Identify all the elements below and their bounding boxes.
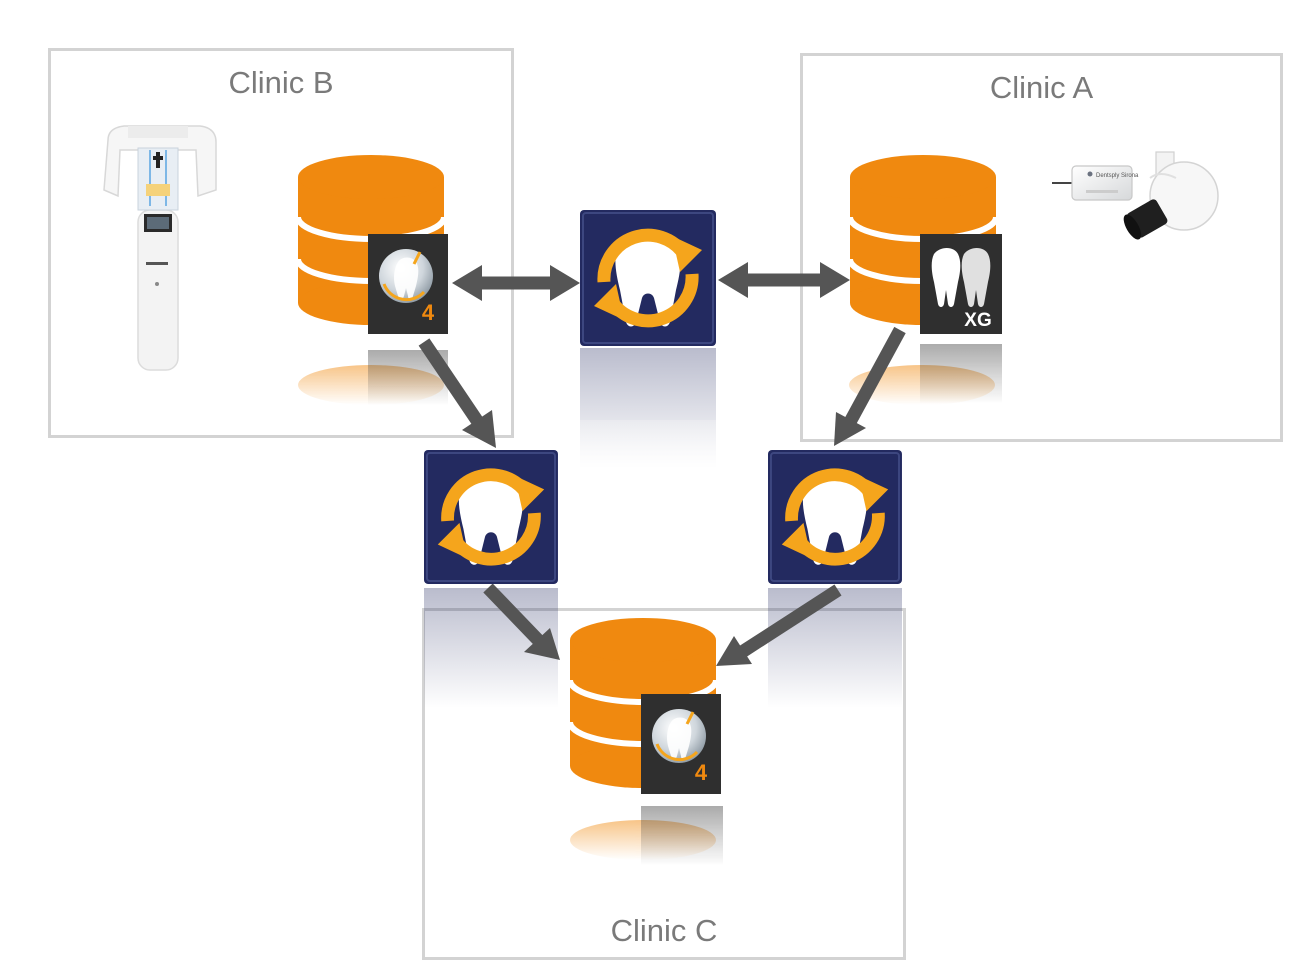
panoramic-xray-device-icon xyxy=(103,125,217,371)
reflections xyxy=(298,344,1002,866)
sidexis-xg-badge-clinic-a: XG xyxy=(920,234,1002,334)
sync-icon-left xyxy=(424,450,558,584)
clinic-c-panel: Clinic C xyxy=(422,608,906,960)
sync-icon-right xyxy=(768,450,902,584)
arrow-clinic-b-to-sync xyxy=(452,265,580,301)
sidexis-badge-clinic-b: 4 xyxy=(366,232,450,336)
reflection-fade xyxy=(560,420,740,480)
badge-clinic-a-label: XG xyxy=(964,310,991,331)
clinic-b-title: Clinic B xyxy=(228,65,334,100)
intraoral-sensor-device-icon: Dentsply Sirona xyxy=(1052,165,1139,201)
clinic-a-title: Clinic A xyxy=(989,70,1094,105)
arrow-left-sync-to-clinic-c xyxy=(483,583,560,660)
badge-clinic-c-label: 4 xyxy=(695,760,708,785)
clinic-a-panel: Clinic A xyxy=(800,53,1283,442)
arrows xyxy=(418,262,906,666)
tooth-icon xyxy=(931,248,991,307)
clinic-b-panel: Clinic B xyxy=(48,48,514,438)
xray-tube-head-icon xyxy=(1123,151,1219,240)
sidexis-badge-clinic-c: 4 xyxy=(639,692,723,796)
sensor-brand-label: Dentsply Sirona xyxy=(1096,173,1139,179)
sync-icon-top xyxy=(580,210,716,346)
arrow-right-sync-to-clinic-c xyxy=(716,584,842,666)
badge-clinic-b-label: 4 xyxy=(422,300,435,325)
arrow-sync-to-clinic-a xyxy=(718,262,850,298)
arrow-clinic-b-to-left-sync xyxy=(418,338,496,448)
clinic-c-title: Clinic C xyxy=(610,913,718,948)
arrow-clinic-a-to-right-sync xyxy=(834,326,906,446)
